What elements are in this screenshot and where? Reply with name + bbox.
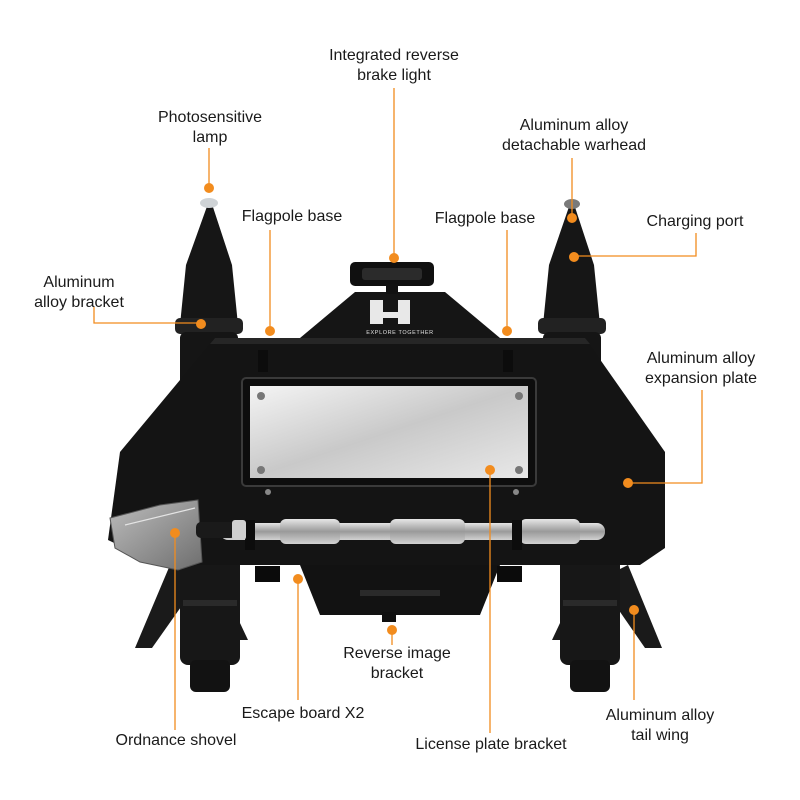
escape-board-rods <box>220 519 605 550</box>
flagpole-base-left <box>258 350 268 372</box>
brake-light <box>350 262 434 294</box>
label-aluminum-bracket: Aluminum alloy bracket <box>34 274 124 311</box>
label-flagpole-base-left: Flagpole base <box>241 208 343 225</box>
label-escape-board: Escape board X2 <box>241 705 365 722</box>
lower-cylinder-left <box>180 555 240 692</box>
license-plate-bracket <box>241 377 537 495</box>
label-charging-port: Charging port <box>646 213 744 230</box>
label-ordnance-shovel: Ordnance shovel <box>115 732 237 749</box>
lower-cylinder-right <box>560 555 620 692</box>
label-tail-wing: Aluminum alloy tail wing <box>605 707 715 744</box>
logo-tagline: EXPLORE TOGETHER <box>366 330 433 336</box>
label-photosensitive-lamp: Photosensitive lamp <box>157 109 263 146</box>
label-expansion-plate: Aluminum alloy expansion plate <box>644 350 758 387</box>
label-reverse-image-bracket: Reverse image bracket <box>343 645 451 682</box>
label-flagpole-base-right: Flagpole base <box>434 210 536 227</box>
callout-leaders <box>93 88 703 733</box>
label-license-plate-bracket: License plate bracket <box>415 736 567 753</box>
brand-logo-icon <box>370 300 410 324</box>
label-detachable-warhead: Aluminum alloy detachable warhead <box>501 117 647 154</box>
ordnance-shovel <box>109 499 246 571</box>
label-reverse-brake-light: Integrated reverse brake light <box>329 47 459 84</box>
reverse-image-bracket-housing <box>255 565 522 622</box>
flagpole-base-right <box>503 350 513 372</box>
center-tower <box>300 292 500 338</box>
